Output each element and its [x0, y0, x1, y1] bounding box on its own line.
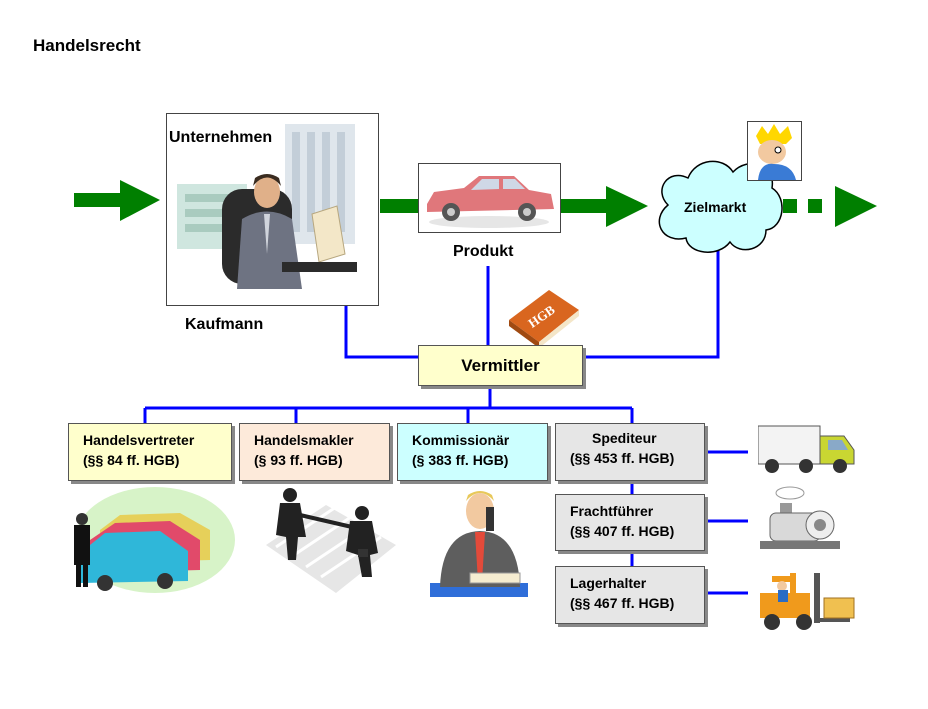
lagerhalter-box: Lagerhalter (§§ 467 ff. HGB)	[555, 566, 705, 624]
handelsmakler-box: Handelsmakler (§ 93 ff. HGB)	[239, 423, 390, 481]
unternehmen-frame	[166, 113, 379, 306]
produkt-frame	[418, 163, 561, 233]
frachtfuehrer-box: Frachtführer (§§ 407 ff. HGB)	[555, 494, 705, 551]
blue-connector-lines	[143, 240, 748, 595]
spediteur-paragraph: (§§ 453 ff. HGB)	[570, 450, 675, 466]
locomotive-clipart	[760, 486, 840, 549]
handelsvertreter-paragraph: (§§ 84 ff. HGB)	[83, 452, 180, 468]
hgb-book-icon: HGB	[509, 290, 579, 348]
handelsvertreter-box: Handelsvertreter (§§ 84 ff. HGB)	[68, 423, 232, 481]
handelsmakler-label: Handelsmakler	[254, 432, 354, 448]
car-clipart	[427, 176, 554, 228]
businessman-clipart	[177, 124, 357, 289]
spediteur-label: Spediteur	[592, 430, 657, 446]
handshake-clipart	[266, 488, 396, 593]
kaufmann-label: Kaufmann	[185, 316, 264, 333]
green-flow-arrows	[74, 180, 877, 227]
kommissionaer-box: Kommissionär (§ 383 ff. HGB)	[397, 423, 548, 481]
frachtfuehrer-label: Frachtführer	[570, 503, 654, 519]
lagerhalter-paragraph: (§§ 467 ff. HGB)	[570, 595, 675, 611]
vermittler-box: Vermittler	[418, 345, 583, 386]
page-title: Handelsrecht	[33, 36, 141, 55]
lagerhalter-label: Lagerhalter	[570, 575, 647, 591]
phone-man-clipart	[430, 491, 528, 597]
handelsvertreter-label: Handelsvertreter	[83, 432, 195, 448]
customer-frame	[747, 121, 802, 181]
kommissionaer-label: Kommissionär	[412, 432, 510, 448]
customer-clipart	[756, 124, 796, 180]
kommissionaer-paragraph: (§ 383 ff. HGB)	[412, 452, 509, 468]
zielmarkt-cloud	[658, 160, 783, 253]
produkt-label: Produkt	[453, 243, 514, 260]
unternehmen-label: Unternehmen	[169, 129, 273, 146]
car-dealer-clipart	[74, 487, 235, 593]
spediteur-box: Spediteur (§§ 453 ff. HGB)	[555, 423, 705, 481]
handelsmakler-paragraph: (§ 93 ff. HGB)	[254, 452, 343, 468]
forklift-clipart	[760, 573, 855, 630]
truck-clipart	[758, 425, 855, 473]
zielmarkt-label: Zielmarkt	[684, 199, 747, 215]
frachtfuehrer-paragraph: (§§ 407 ff. HGB)	[570, 523, 675, 539]
vermittler-label: Vermittler	[461, 356, 540, 375]
